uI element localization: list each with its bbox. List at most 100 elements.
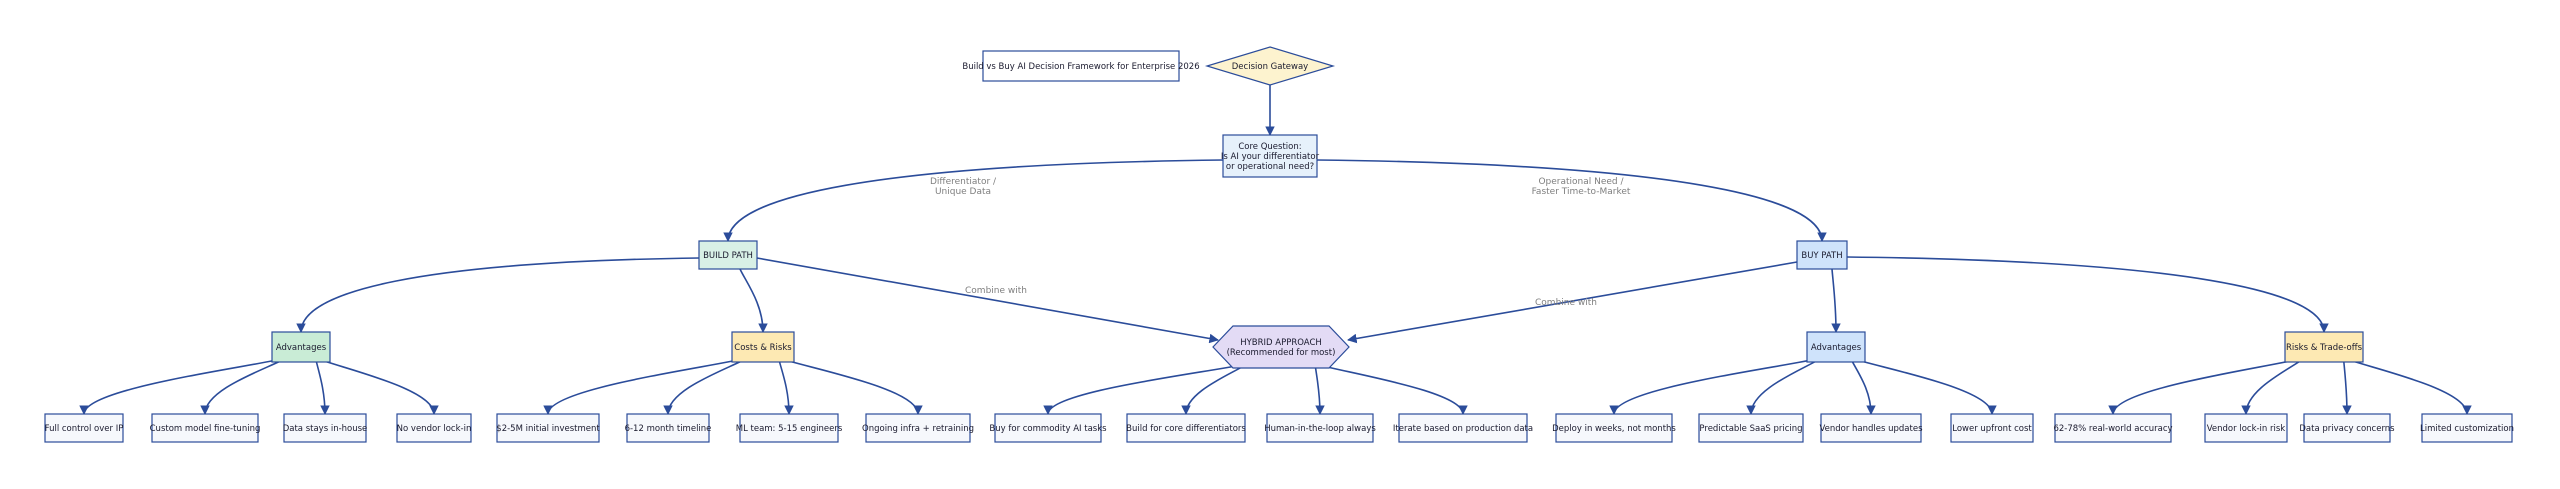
edge-label-text-line: Combine with [965, 286, 1027, 296]
node-title: Build vs Buy AI Decision Framework for E… [962, 50, 1200, 82]
node-l2: Custom model fine-tuning [150, 413, 261, 443]
node-label-hybrid-line: (Recommended for most) [1227, 348, 1336, 358]
node-label-l9-line: Buy for commodity AI tasks [989, 424, 1107, 434]
nodes-layer: Build vs Buy AI Decision Framework for E… [44, 46, 2514, 443]
node-label-l13-line: Deploy in weeks, not months [1552, 424, 1676, 434]
node-label-l7-line: ML team: 5-15 engineers [736, 424, 843, 434]
node-shape [2054, 413, 2172, 443]
node-shape [1398, 413, 1528, 443]
node-label-l5: $2-5M initial investment [496, 424, 600, 434]
node-shape [1222, 134, 1318, 178]
node-label-build-adv: Advantages [276, 343, 327, 353]
node-label-build-adv-line: Advantages [276, 343, 327, 353]
edge-buy-risks [1846, 256, 2329, 333]
node-label-l10-line: Build for core differentiators [1126, 424, 1246, 434]
edge-buy-risks-l19 [2342, 357, 2352, 415]
node-shape [271, 331, 331, 363]
edge-buy-adv-l16 [1850, 357, 1997, 415]
node-l7: ML team: 5-15 engineers [736, 413, 843, 443]
node-label-buy-risks-line: Risks & Trade-offs [2286, 343, 2363, 353]
node-label-l14: Predictable SaaS pricing [1699, 424, 1802, 434]
edge-label-core-buy: Operational Need /Faster Time-to-Market [1532, 177, 1631, 197]
edge-build-adv-l3 [314, 357, 330, 415]
node-l16: Lower upfront cost [1950, 413, 2034, 443]
node-shape [865, 413, 971, 443]
node-label-gateway: Decision Gateway [1232, 62, 1308, 72]
node-shape [739, 413, 839, 443]
node-label-l8-line: Ongoing infra + retraining [862, 424, 974, 434]
node-shape [698, 240, 758, 270]
node-shape [626, 413, 710, 443]
edge-label-text-line: Faster Time-to-Market [1532, 187, 1631, 197]
node-label-l18-line: Vendor lock-in risk [2207, 424, 2286, 434]
node-shape [1796, 240, 1848, 270]
node-label-buy-adv: Advantages [1811, 343, 1862, 353]
node-gateway: Decision Gateway [1204, 46, 1336, 86]
node-l6: 6-12 month timeline [625, 413, 711, 443]
edge-build-costs [739, 268, 768, 333]
node-label-core-line: Core Question: [1238, 142, 1301, 152]
node-label-title: Build vs Buy AI Decision Framework for E… [962, 62, 1199, 72]
edge-hybrid-l11 [1314, 363, 1325, 415]
node-l1: Full control over IP [44, 413, 124, 443]
edge-buy-hybrid [1347, 261, 1798, 344]
node-label-core-line: Is AI your differentiator [1221, 152, 1320, 162]
node-shape [1950, 413, 2034, 443]
node-shape [1204, 46, 1336, 86]
node-l15: Vendor handles updates [1819, 413, 1923, 443]
node-label-l1-line: Full control over IP [45, 424, 124, 434]
node-label-buy: BUY PATH [1801, 251, 1842, 261]
node-label-hybrid: HYBRID APPROACH(Recommended for most) [1227, 338, 1336, 358]
node-l18: Vendor lock-in risk [2204, 413, 2288, 443]
edge-label-text-line: Unique Data [935, 187, 991, 197]
node-build: BUILD PATH [698, 240, 758, 270]
edge-label-text-line: Differentiator / [930, 177, 997, 187]
edge-label-text-line: Combine with [1535, 298, 1597, 308]
node-label-l20-line: Limited customization [2420, 424, 2514, 434]
edge-label-text: Combine with [1535, 298, 1597, 308]
node-label-l11: Human-in-the-loop always [1264, 424, 1376, 434]
node-label-l4-line: No vendor lock-in [397, 424, 472, 434]
node-buy-risks: Risks & Trade-offs [2284, 331, 2364, 363]
node-shape [2204, 413, 2288, 443]
node-label-l10: Build for core differentiators [1126, 424, 1246, 434]
node-label-l3: Data stays in-house [283, 424, 368, 434]
node-label-gateway-line: Decision Gateway [1232, 62, 1308, 72]
node-buy: BUY PATH [1796, 240, 1848, 270]
node-shape [1820, 413, 1922, 443]
node-shape [396, 413, 472, 443]
node-shape [1266, 413, 1374, 443]
edge-build-hybrid [756, 257, 1219, 344]
edge-build-costs-l7 [777, 357, 794, 415]
edge-hybrid-l12 [1314, 363, 1468, 415]
node-shape [1126, 413, 1246, 443]
node-shape [731, 331, 795, 363]
node-shape [1698, 413, 1804, 443]
edge-label-text-line: Operational Need / [1538, 177, 1624, 187]
edge-buy-risks-l20 [2343, 357, 2472, 415]
node-label-title-line: Build vs Buy AI Decision Framework for E… [962, 62, 1199, 72]
node-label-l17: 62-78% real-world accuracy [2053, 424, 2172, 434]
node-buy-adv: Advantages [1806, 331, 1866, 363]
node-label-core-line: or operational need? [1226, 162, 1314, 172]
node-shape [1806, 331, 1866, 363]
node-build-costs: Costs & Risks [731, 331, 795, 363]
node-label-l17-line: 62-78% real-world accuracy [2053, 424, 2172, 434]
node-l13: Deploy in weeks, not months [1552, 413, 1676, 443]
node-label-l2-line: Custom model fine-tuning [150, 424, 261, 434]
node-shape [283, 413, 367, 443]
edge-label-text: Differentiator /Unique Data [930, 177, 997, 197]
edge-build-costs-l8 [778, 357, 923, 415]
edge-buy-risks-l18 [2241, 357, 2305, 415]
node-label-l4: No vendor lock-in [397, 424, 472, 434]
node-shape [2284, 331, 2364, 363]
edge-buy-adv-l14 [1746, 357, 1822, 415]
node-l9: Buy for commodity AI tasks [989, 413, 1107, 443]
node-build-adv: Advantages [271, 331, 331, 363]
edge-buy-adv-l13 [1609, 357, 1822, 415]
node-shape [2303, 413, 2391, 443]
node-label-l19: Data privacy concerns [2299, 424, 2395, 434]
node-label-buy-risks: Risks & Trade-offs [2286, 343, 2363, 353]
edge-hybrid-l9 [1043, 363, 1248, 415]
